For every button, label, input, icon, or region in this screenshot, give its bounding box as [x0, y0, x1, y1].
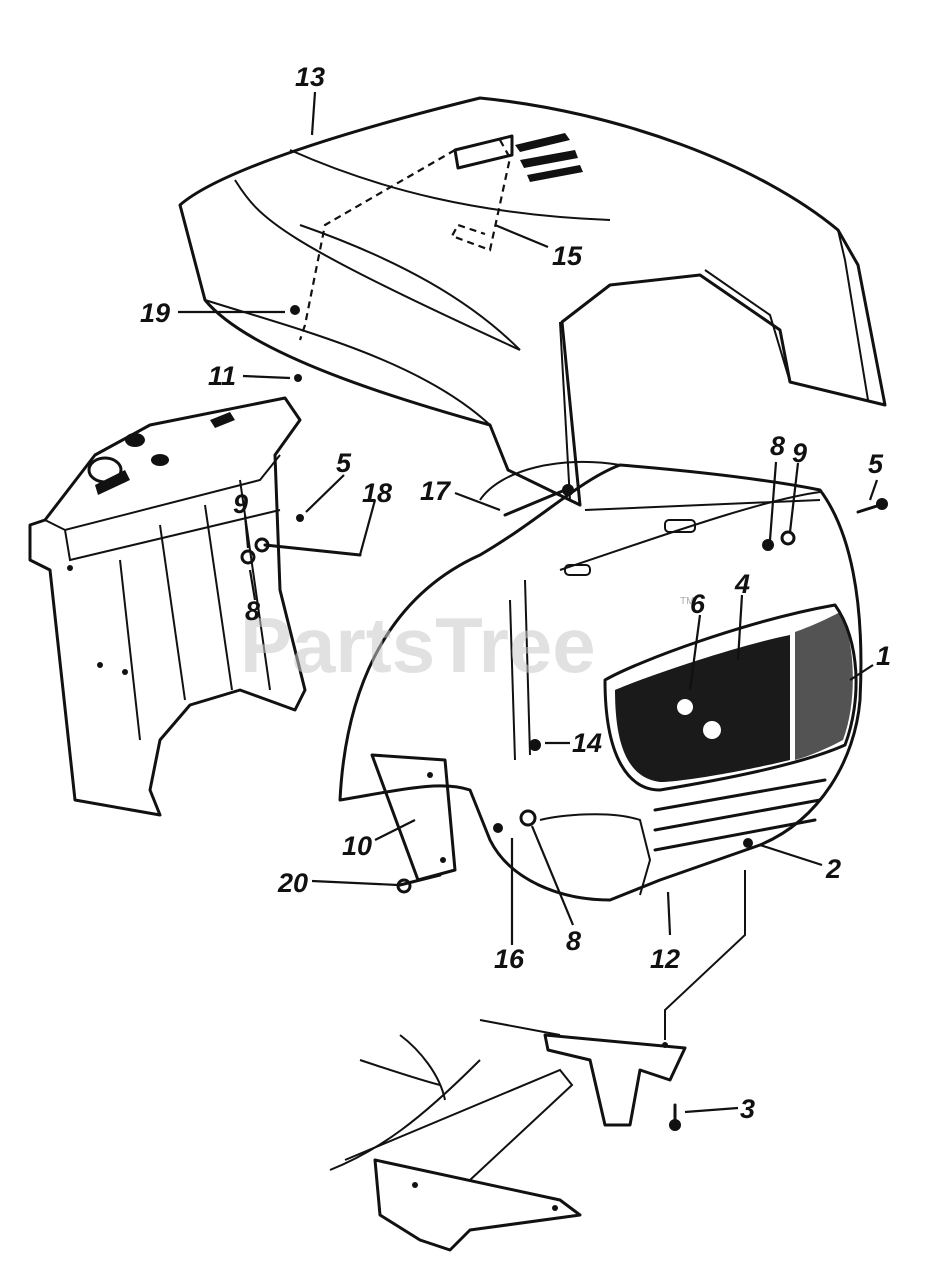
callout-5-left: 5 [336, 448, 352, 478]
callout-9-left: 9 [233, 489, 248, 519]
callout-16: 16 [494, 944, 525, 974]
grille-assembly [338, 460, 863, 902]
trademark-mark: TM [680, 596, 694, 607]
callout-15: 15 [552, 241, 583, 271]
hood-part-13 [178, 96, 887, 507]
callout-3: 3 [740, 1094, 755, 1124]
callout-13: 13 [295, 62, 325, 92]
callout-labels: 13 15 19 11 17 8 9 5 5 18 9 8 6 4 1 14 1… [140, 62, 891, 1124]
watermark-text: PartsTree [240, 601, 596, 689]
callout-1: 1 [876, 641, 891, 671]
callout-10: 10 [342, 831, 372, 861]
callout-8-top: 8 [770, 431, 785, 461]
lower-frame [329, 870, 746, 1252]
callout-12: 12 [650, 944, 680, 974]
leader-lines [178, 91, 879, 1114]
callout-8-left: 8 [245, 596, 260, 626]
callout-11: 11 [208, 361, 236, 391]
callout-6: 6 [690, 589, 706, 619]
callout-18: 18 [362, 478, 392, 508]
callout-4: 4 [734, 569, 750, 599]
callout-20: 20 [277, 868, 308, 898]
callout-14: 14 [572, 728, 602, 758]
callout-8-lower: 8 [566, 926, 581, 956]
hardware-pieces [240, 305, 888, 1131]
callout-2: 2 [825, 854, 841, 884]
callout-5-right: 5 [868, 449, 884, 479]
callout-19: 19 [140, 298, 170, 328]
hood-insert-part-15 [298, 139, 512, 341]
callout-17: 17 [420, 476, 452, 506]
dash-tower-assembly [28, 396, 307, 817]
callout-9-top: 9 [792, 438, 807, 468]
bracket-part-10 [370, 753, 457, 882]
